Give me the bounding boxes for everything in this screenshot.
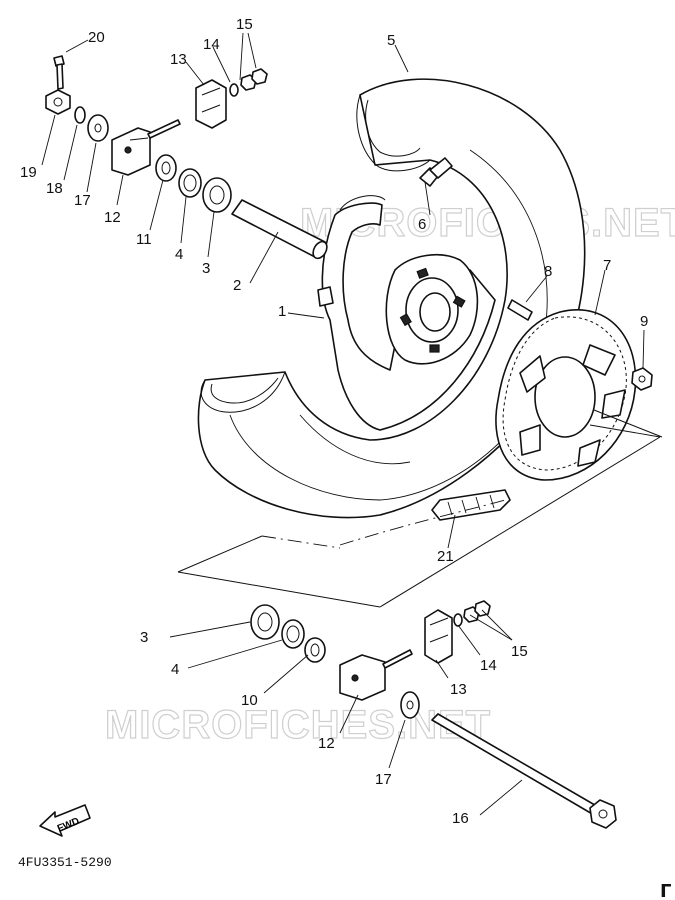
callout-16: 16: [452, 810, 469, 827]
callout-10: 10: [241, 692, 258, 709]
callout-13: 13: [170, 51, 187, 68]
wheel-axle: [431, 713, 617, 829]
leader-lines: [41, 32, 661, 816]
small-washer-upper: [229, 83, 239, 97]
callout-8: 8: [544, 263, 552, 280]
tire-valve: [419, 157, 453, 187]
chain-puller-lower: [339, 649, 413, 701]
callout-14: 14: [203, 36, 220, 53]
nut-pair-upper: [240, 68, 268, 91]
forward-arrow-icon: FWD: [39, 804, 91, 837]
callout-4-lower: 4: [171, 661, 179, 678]
collar-lower: [304, 637, 326, 663]
chain-adjuster-block-lower: [424, 609, 453, 664]
callout-5: 5: [387, 32, 395, 49]
callout-6: 6: [418, 216, 426, 233]
callout-4: 4: [175, 246, 183, 263]
assembly-frame: [177, 409, 663, 608]
sprocket-stud: [507, 299, 533, 321]
chain-puller-upper: [111, 119, 181, 176]
adjuster-nut-upper: [45, 89, 71, 115]
diagram-code: 4FU3351-5290: [18, 855, 112, 870]
plain-washer-lower: [400, 691, 420, 719]
callout-21: 21: [437, 548, 454, 565]
bearing-lower: [250, 604, 280, 640]
callout-11: 11: [136, 231, 152, 248]
callout-2: 2: [233, 277, 241, 294]
callout-15: 15: [236, 16, 253, 33]
washer-upper: [74, 106, 86, 124]
callout-15-lower: 15: [511, 643, 528, 660]
rear-sprocket: [495, 309, 637, 481]
callout-9: 9: [640, 313, 648, 330]
collar-upper: [155, 154, 177, 182]
oil-seal-upper: [178, 168, 202, 198]
bearing-upper: [202, 177, 232, 213]
callout-17-lower: 17: [375, 771, 392, 788]
callout-20: 20: [88, 29, 105, 46]
drive-chain: [431, 489, 511, 521]
callout-17: 17: [74, 192, 91, 209]
adjusting-bolt: [53, 55, 65, 90]
oil-seal-lower: [281, 619, 305, 649]
callout-18: 18: [46, 180, 63, 197]
callout-3: 3: [202, 260, 210, 277]
callouts: 20 15 14 13 5 19 18 17 12 11 4 3 6 2 1 8…: [20, 16, 648, 827]
watermark-bottom: MICROFICHES.NET: [105, 703, 491, 747]
callout-13-lower: 13: [450, 681, 467, 698]
callout-12: 12: [104, 209, 121, 226]
callout-3-lower: 3: [140, 629, 148, 646]
small-washer-lower: [453, 613, 463, 627]
nut-pair-lower: [463, 600, 491, 623]
axle-collar: [231, 199, 328, 260]
callout-7: 7: [603, 257, 611, 274]
callout-12-lower: 12: [318, 735, 335, 752]
corner-mark: Γ: [660, 881, 671, 900]
callout-14-lower: 14: [480, 657, 497, 674]
chain-adjuster-block-upper: [195, 79, 227, 129]
plain-washer-upper: [87, 114, 109, 142]
callout-1: 1: [278, 303, 286, 320]
callout-19: 19: [20, 164, 37, 181]
wheel-hub: [317, 195, 496, 431]
